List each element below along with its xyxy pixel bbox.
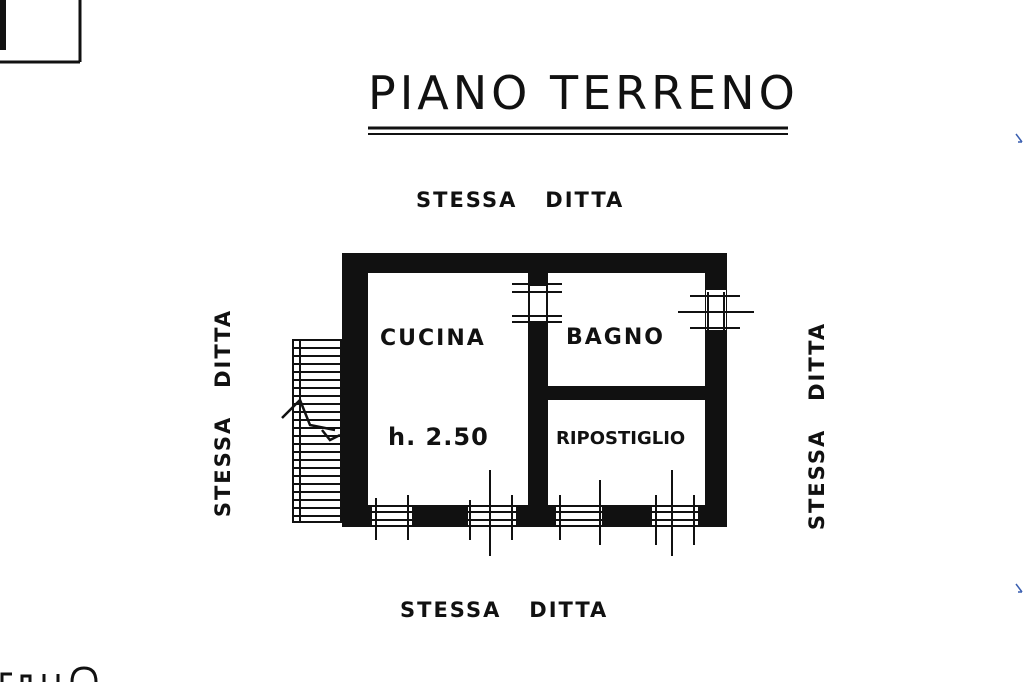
title-underline xyxy=(368,126,788,135)
room-label-bathroom: BAGNO xyxy=(566,325,665,350)
interior-door xyxy=(512,283,562,323)
interior-walls xyxy=(528,253,727,527)
neighbor-label-bottom: STESSA DITTA xyxy=(400,598,609,622)
page-title: PIANO TERRENO xyxy=(368,66,799,120)
neighbor-label-top: STESSA DITTA xyxy=(416,188,625,212)
neighbor-label-right: STESSA DITTA xyxy=(805,321,829,531)
external-staircase xyxy=(281,339,342,523)
margin-marks xyxy=(1015,133,1023,593)
room-label-storage: RIPOSTIGLIO xyxy=(556,428,686,449)
room-height-note: h. 2.50 xyxy=(388,423,489,451)
cropped-text-fragment xyxy=(0,666,98,682)
bottom-windows xyxy=(368,470,702,556)
neighbor-label-left: STESSA DITTA xyxy=(211,308,235,518)
right-window xyxy=(678,290,754,332)
corner-frame xyxy=(0,0,82,64)
room-label-kitchen: CUCINA xyxy=(380,326,486,351)
